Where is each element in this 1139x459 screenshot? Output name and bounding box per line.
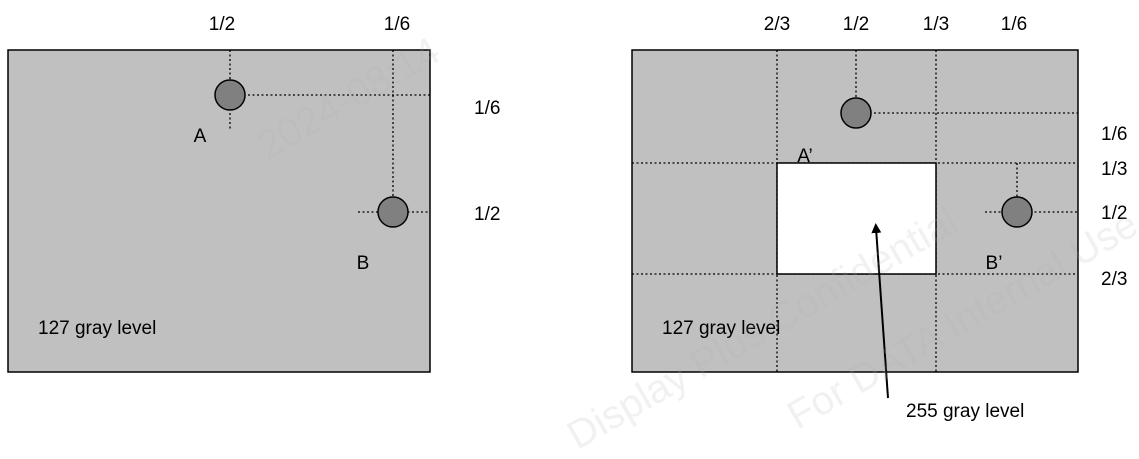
- right-top-label-two-thirds: 2/3: [764, 14, 790, 35]
- point-b-label: B: [357, 253, 370, 274]
- left-right-label-sixth: 1/6: [474, 98, 500, 119]
- left-panel: 1/2 1/6 1/6 1/2 A B 127 gray level: [7, 14, 500, 373]
- left-gray-level-caption: 127 gray level: [38, 318, 156, 339]
- window-caption-arrow: [871, 223, 889, 399]
- point-b-marker: [377, 196, 409, 228]
- right-gray-level-caption: 127 gray level: [662, 318, 780, 339]
- right-top-label-third: 1/3: [923, 14, 949, 35]
- right-side-label-third: 1/3: [1101, 159, 1127, 180]
- right-top-label-half: 1/2: [843, 14, 869, 35]
- left-top-label-sixth: 1/6: [384, 14, 410, 35]
- gray-level-test-pattern-diagram: 1/2 1/6 1/6 1/2 A B 127 gray level: [7, 14, 1127, 422]
- point-a-prime-marker: [840, 97, 872, 129]
- right-side-label-half: 1/2: [1101, 203, 1127, 224]
- point-a-prime-label: A’: [797, 146, 812, 167]
- left-right-label-half: 1/2: [474, 204, 500, 225]
- point-a-marker: [214, 79, 246, 111]
- right-panel: 2/3 1/2 1/3 1/6 1/6 1/3 1/2 2/3 A’ B’ 12…: [631, 14, 1127, 422]
- right-side-label-sixth: 1/6: [1101, 124, 1127, 145]
- right-side-label-two-thirds: 2/3: [1101, 269, 1127, 290]
- white-window-caption: 255 gray level: [906, 401, 1024, 422]
- point-a-label: A: [194, 126, 207, 147]
- point-b-prime-label: B’: [986, 253, 1003, 274]
- right-top-label-sixth: 1/6: [1001, 14, 1027, 35]
- white-window-255: [776, 162, 937, 275]
- left-top-label-half: 1/2: [209, 14, 235, 35]
- point-b-prime-marker: [1001, 196, 1033, 228]
